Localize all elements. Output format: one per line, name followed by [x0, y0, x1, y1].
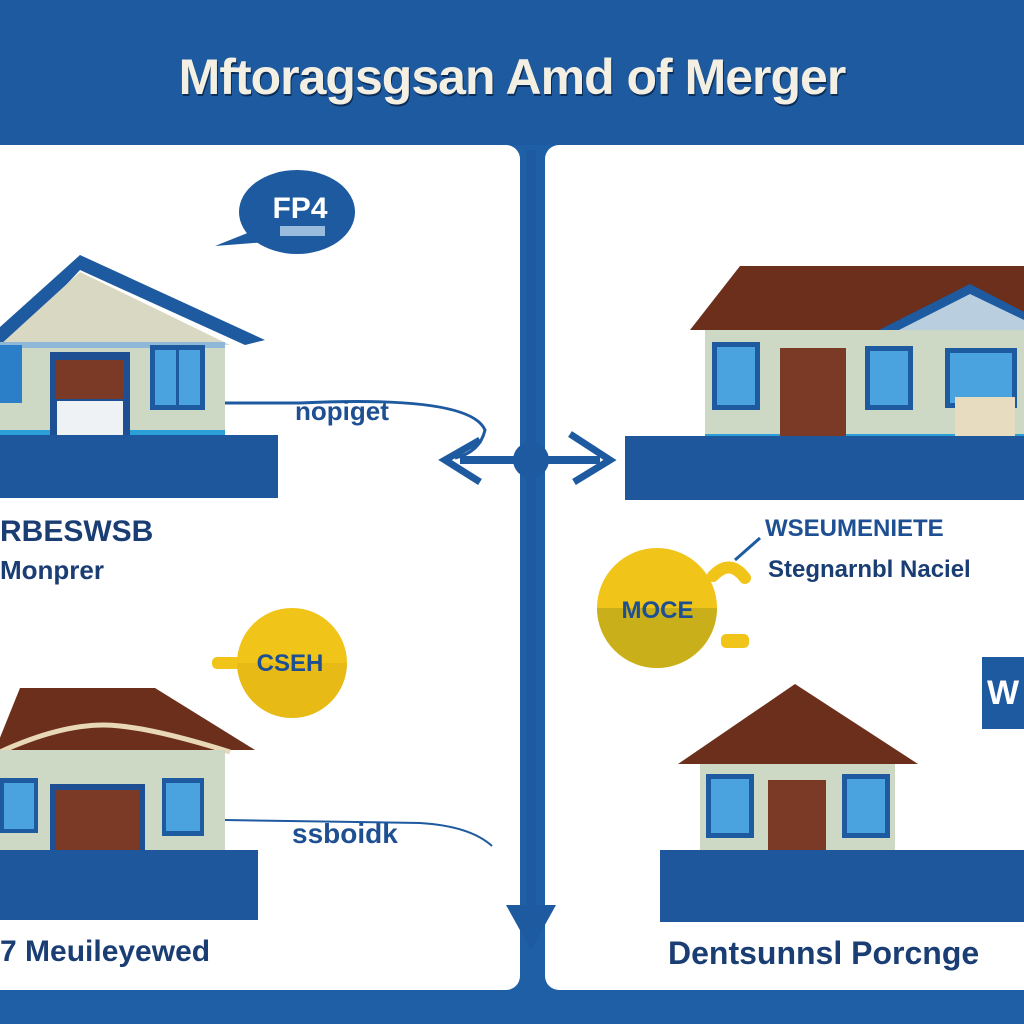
top-left-connector-line	[225, 400, 487, 460]
house-bottom-left	[0, 688, 258, 920]
horizontal-arrow-shaft	[460, 456, 600, 464]
right-edge-badge: W	[982, 657, 1024, 729]
coin-right-graphic	[597, 548, 751, 668]
coin-left-label: CSEH	[256, 650, 324, 677]
top-left-connector-label: nopiget	[295, 396, 389, 426]
bottom-right-caption: Dentsunnsl Porcnge	[668, 935, 980, 971]
house-top-left	[0, 255, 278, 498]
house-top-right	[625, 266, 1024, 500]
house-bottom-right	[660, 684, 1024, 922]
bottom-left-connector-label: ssboidk	[292, 818, 398, 849]
left-arrow-head	[438, 436, 482, 485]
bottom-left-caption: 7 Meuileyewed	[0, 935, 211, 968]
right-arrow-head	[568, 431, 617, 485]
top-left-caption-2: Monprer	[0, 555, 104, 585]
vertical-axis-line	[526, 150, 536, 910]
header-banner	[0, 0, 1024, 145]
page-title: Mftoragsgsan Amd of Merger	[178, 49, 847, 105]
footer-band	[0, 990, 1024, 1024]
top-right-caption-1: WSEUMENIETE	[765, 515, 944, 542]
top-right-pointer-line	[734, 536, 761, 562]
speech-bubble-label: FP4	[272, 192, 328, 225]
speech-bubble-graphic	[215, 170, 355, 254]
coin-right-label: MOCE	[621, 597, 694, 624]
bottom-left-connector-line	[224, 819, 493, 847]
right-edge-badge-label: W	[986, 674, 1020, 712]
top-left-caption-1: RBESWSB	[0, 515, 154, 548]
coin-left-graphic	[212, 608, 347, 718]
down-arrow-head	[506, 905, 556, 950]
top-right-caption-2: Stegnarnbl Naciel	[768, 556, 971, 583]
